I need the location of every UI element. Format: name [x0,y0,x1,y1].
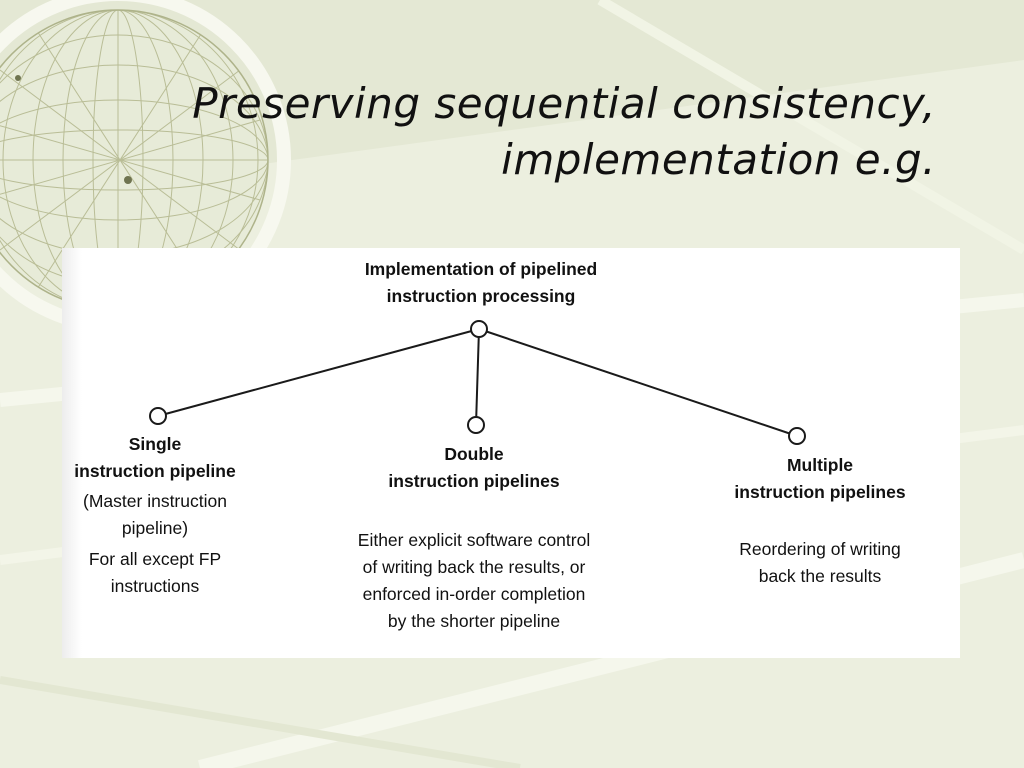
edge-root-to-multiple [478,328,798,437]
single-pipeline-detail: (Master instruction pipeline) For all ex… [60,488,250,600]
single-detail-line-1: (Master instruction [83,491,227,511]
multiple-title-line-1: Multiple [786,455,854,475]
single-title-line-2: instruction pipeline [74,461,236,481]
node-multiple [788,427,806,445]
single-detail-line-2: pipeline) [121,518,189,538]
single-detail-line-4: instructions [110,576,200,596]
slide-title-line-2: implementation e.g. [501,135,936,184]
edge-root-to-double [475,328,480,426]
node-single [149,407,167,425]
double-pipeline-title: Double instruction pipelines [344,441,604,495]
double-detail-line-2: of writing back the results, or [362,557,586,577]
multiple-title-line-2: instruction pipelines [734,482,906,502]
single-title-line-1: Single [128,434,182,454]
root-label-line-1: Implementation of pipelined [364,259,598,279]
double-title-line-1: Double [444,444,504,464]
edge-root-to-single [157,328,480,417]
double-pipeline-detail: Either explicit software control of writ… [304,527,644,635]
slide-title: Preserving sequential consistency, imple… [100,76,936,188]
single-pipeline-title: Single instruction pipeline [60,431,250,485]
root-label-line-2: instruction processing [386,286,576,306]
single-detail-line-3: For all except FP [88,549,222,569]
multiple-pipeline-title: Multiple instruction pipelines [695,452,945,506]
tree-diagram: Implementation of pipelined instruction … [62,248,960,658]
slide-title-line-1: Preserving sequential consistency, [192,79,936,128]
double-detail-line-4: by the shorter pipeline [387,611,561,631]
multiple-detail-line-2: back the results [758,566,882,586]
multiple-pipeline-detail: Reordering of writing back the results [700,536,940,590]
double-detail-line-3: enforced in-order completion [362,584,586,604]
scan-edge [62,248,82,658]
node-double [467,416,485,434]
connector-lines [149,320,806,445]
root-label: Implementation of pipelined instruction … [306,256,656,310]
double-detail-line-1: Either explicit software control [357,530,591,550]
multiple-detail-line-1: Reordering of writing [739,539,901,559]
double-title-line-2: instruction pipelines [388,471,560,491]
node-root [470,320,488,338]
